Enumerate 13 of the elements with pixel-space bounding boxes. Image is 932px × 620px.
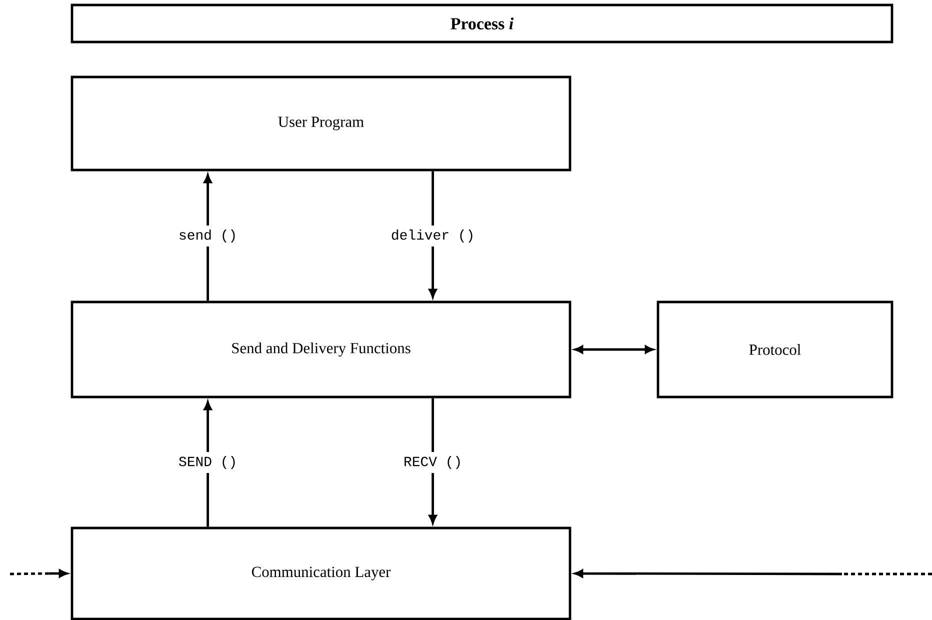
title-box: Process i (70, 4, 894, 44)
arrow (204, 401, 212, 527)
edge-label: deliver () (386, 226, 479, 246)
process-box: Communication Layer (70, 526, 572, 620)
arrow (574, 570, 932, 578)
process-box: User Program (70, 76, 572, 172)
edge-label: SEND () (174, 452, 242, 473)
edge-label: send () (174, 226, 242, 246)
process-box: Protocol (656, 300, 894, 398)
arrow (10, 570, 68, 578)
arrow (574, 346, 654, 354)
edge-label: RECV () (400, 452, 466, 473)
process-box: Send and Delivery Functions (70, 300, 572, 398)
